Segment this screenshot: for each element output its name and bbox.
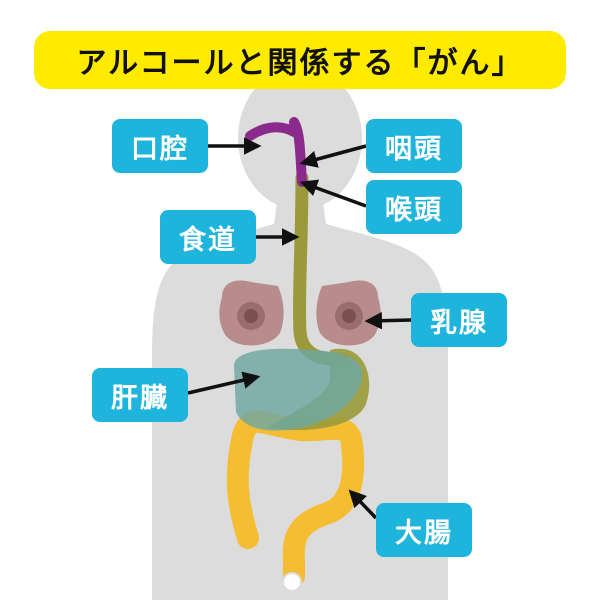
label-larynx: 喉頭 (366, 180, 462, 234)
label-liver: 肝臓 (92, 368, 188, 422)
label-esophagus: 食道 (160, 210, 256, 264)
arrow-large-intestine (348, 489, 378, 520)
label-large-intestine: 大腸 (376, 503, 472, 557)
arrow-larynx (299, 179, 367, 208)
rectum-shape (282, 572, 302, 592)
label-pharynx: 咽頭 (366, 119, 462, 173)
arrow-pharynx (299, 144, 367, 168)
label-oral-cavity: 口腔 (112, 119, 208, 173)
pointer-arrows (187, 137, 412, 520)
large-intestine-shape (226, 410, 365, 587)
label-breast: 乳腺 (411, 293, 507, 347)
breast-left (219, 280, 284, 346)
arrow-liver (187, 371, 261, 395)
breast-right (316, 280, 381, 346)
title-banner: アルコールと関係する「がん」 (34, 31, 566, 89)
liver-shape (234, 348, 363, 431)
arrow-breast (364, 311, 412, 330)
